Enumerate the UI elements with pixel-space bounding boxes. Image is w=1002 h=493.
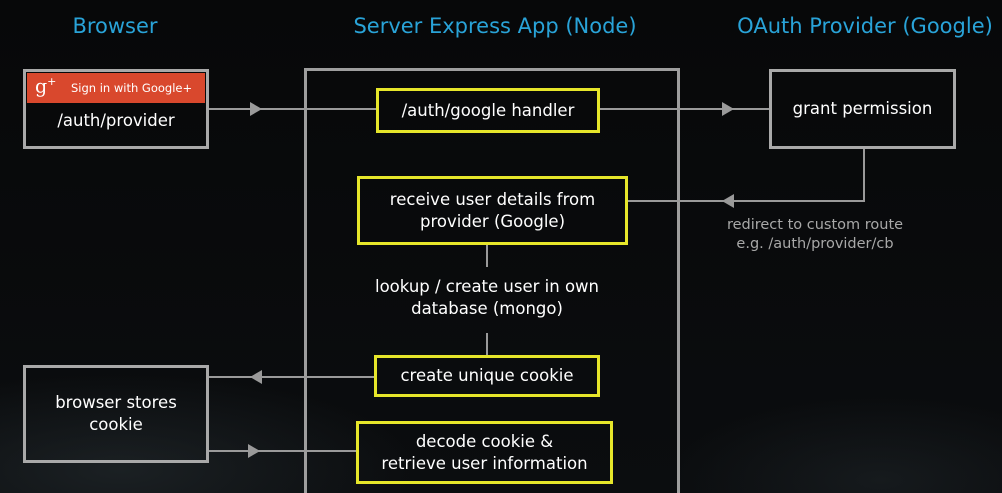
redirect-note-line2: e.g. /auth/provider/cb [736,236,894,252]
arrowhead-right-1 [250,102,262,116]
lookup-create-user-line2: database (mongo) [411,299,563,318]
lookup-create-user-text: lookup / create user in own database (mo… [332,276,642,320]
receive-user-details-line1: receive user details from [389,189,596,209]
arrowhead-right-3 [248,444,260,458]
auth-provider-label: /auth/provider [57,111,175,130]
receive-user-details-line2: provider (Google) [419,211,566,231]
redirect-note-line1: redirect to custom route [726,217,904,233]
create-unique-cookie-label: create unique cookie [400,366,574,385]
google-plus-signin-button[interactable]: g+ Sign in with Google+ [27,73,205,103]
decode-cookie-line1: decode cookie & [415,431,554,451]
decode-cookie-line2: retrieve user information [381,453,588,473]
grant-permission-box: grant permission [769,69,956,149]
auth-provider-box: /auth/provider [23,69,209,149]
decode-cookie-box: decode cookie & retrieve user informatio… [356,421,613,484]
receive-user-details-box: receive user details from provider (Goog… [357,176,628,245]
arrowhead-left-2 [250,370,262,384]
google-handler-label: /auth/google handler [401,100,575,120]
grant-permission-label: grant permission [792,99,933,118]
oauth-column-title: OAuth Provider (Google) [737,14,993,38]
browser-stores-cookie-line1: browser stores [55,393,177,412]
grant-to-receive-line [628,148,865,202]
browser-stores-cookie-box: browser stores cookie [23,365,209,463]
create-unique-cookie-box: create unique cookie [374,355,600,397]
browser-stores-cookie-line2: cookie [89,415,143,434]
google-handler-box: /auth/google handler [376,88,600,133]
server-frame [304,68,680,493]
google-plus-icon: g+ [35,74,57,98]
lookup-create-user-line1: lookup / create user in own [375,277,599,296]
redirect-note: redirect to custom route e.g. /auth/prov… [700,216,930,254]
arrowhead-right-2 [722,102,734,116]
arrowhead-left-1 [722,194,734,208]
browser-column-title: Browser [72,14,158,38]
google-plus-signin-label: Sign in with Google+ [71,81,193,95]
server-column-title: Server Express App (Node) [353,14,637,38]
